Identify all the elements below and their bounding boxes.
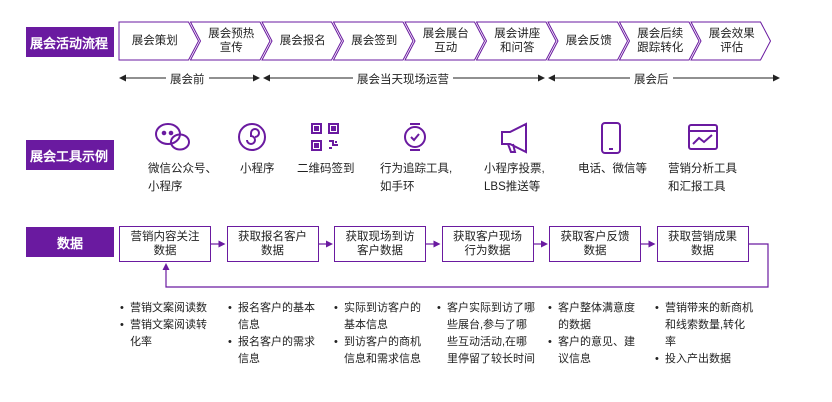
detail-item: 实际到访客户的基本信息 [334, 300, 428, 334]
data-step-box: 获取现场到访 客户数据 [334, 226, 426, 262]
tools-row-label: 展会工具示例 [26, 140, 114, 170]
phase-arrow-right [773, 74, 780, 82]
feedback-loop-line [165, 243, 769, 288]
detail-item: 报名客户的需求信息 [228, 334, 320, 368]
stage-chevron [118, 21, 200, 61]
mini-program-icon [238, 123, 266, 151]
stage-label: 展会讲座 和问答 [494, 28, 541, 54]
data-step-box: 获取营销成果 数据 [656, 226, 749, 262]
wechat-icon [155, 123, 190, 151]
stage-chevron [547, 21, 629, 61]
stage-chevron [618, 21, 700, 61]
qr-code-icon [311, 123, 339, 151]
detail-column: 营销带来的新商机和线索数量,转化率投入产出数据 [655, 300, 755, 368]
stage-label: 展会签到 [351, 35, 398, 47]
stage-chevron [332, 21, 414, 61]
detail-item: 到访客户的商机信息和需求信息 [334, 334, 428, 368]
flow-arrowhead [326, 240, 333, 248]
data-step-box: 获取报名客户 数据 [226, 226, 319, 262]
phase-during-label: 展会当天现场运营 [353, 71, 453, 87]
detail-item: 客户整体满意度的数据 [548, 300, 642, 334]
detail-item: 营销文案阅读转化率 [120, 317, 216, 351]
flow-arrowhead [433, 240, 441, 248]
detail-column: 实际到访客户的基本信息到访客户的商机信息和需求信息 [334, 300, 428, 368]
detail-column: 报名客户的基本信息报名客户的需求信息 [228, 300, 320, 368]
stage-label: 展会报名 [279, 35, 326, 47]
stage-chevron [475, 21, 557, 61]
detail-item: 客户的意见、建议信息 [548, 334, 642, 368]
detail-item: 报名客户的基本信息 [228, 300, 320, 334]
detail-item: 营销文案阅读数 [120, 300, 216, 317]
stage-label: 展会策划 [131, 35, 178, 47]
detail-item: 营销带来的新商机和线索数量,转化率 [655, 300, 755, 351]
stage-label: 展会效果 评估 [708, 28, 755, 54]
flow-arrowhead [648, 240, 656, 248]
phase-arrow-left [263, 74, 270, 82]
phase-before-label: 展会前 [166, 71, 209, 87]
data-step-box: 获取客户反馈 数据 [549, 226, 641, 262]
flow-arrowhead [541, 240, 548, 248]
stage-chevron [261, 21, 343, 61]
tool-label: 行为追踪工具, 如手环 [380, 163, 453, 193]
detail-column: 客户整体满意度的数据客户的意见、建议信息 [548, 300, 642, 368]
process-row-label: 展会活动流程 [26, 27, 114, 57]
analytics-icon [688, 124, 718, 150]
flow-arrowhead [218, 240, 226, 248]
data-step-box: 获取客户现场 行为数据 [441, 226, 534, 262]
phase-arrow-left [119, 74, 126, 82]
tool-label: 微信公众号、 小程序 [148, 163, 217, 193]
data-row-label: 数据 [26, 227, 114, 257]
megaphone-icon [501, 122, 527, 154]
detail-item: 客户实际到访了哪些展台,参与了哪些互动活动,在哪里停留了较长时间 [437, 300, 535, 368]
tool-label: 小程序投票, LBS推送等 [484, 163, 545, 193]
stage-chevron [690, 21, 772, 61]
stage-chevron [189, 21, 271, 61]
detail-column: 营销文案阅读数营销文案阅读转化率 [120, 300, 216, 351]
stage-label: 展会预热 宣传 [208, 28, 255, 54]
data-step-box: 营销内容关注 数据 [119, 226, 211, 262]
tool-label: 电话、微信等 [578, 163, 647, 175]
feedback-loop-arrowhead [162, 263, 170, 270]
stage-label: 展会反馈 [565, 35, 612, 47]
wristband-icon [404, 123, 426, 151]
tool-label: 小程序 [240, 163, 275, 175]
stage-label: 展会后续 跟踪转化 [637, 28, 684, 54]
tool-label: 二维码签到 [297, 163, 355, 175]
stage-chevron [404, 21, 486, 61]
phone-icon [601, 122, 621, 154]
phase-arrow-left [548, 74, 555, 82]
stage-label: 展会展台 互动 [422, 28, 469, 54]
phase-after-label: 展会后 [630, 71, 673, 87]
detail-item: 投入产出数据 [655, 351, 755, 368]
detail-column: 客户实际到访了哪些展台,参与了哪些互动活动,在哪里停留了较长时间 [437, 300, 535, 368]
phase-arrow-right [538, 74, 545, 82]
phase-arrow-right [253, 74, 260, 82]
tool-label: 营销分析工具 和汇报工具 [668, 163, 737, 193]
